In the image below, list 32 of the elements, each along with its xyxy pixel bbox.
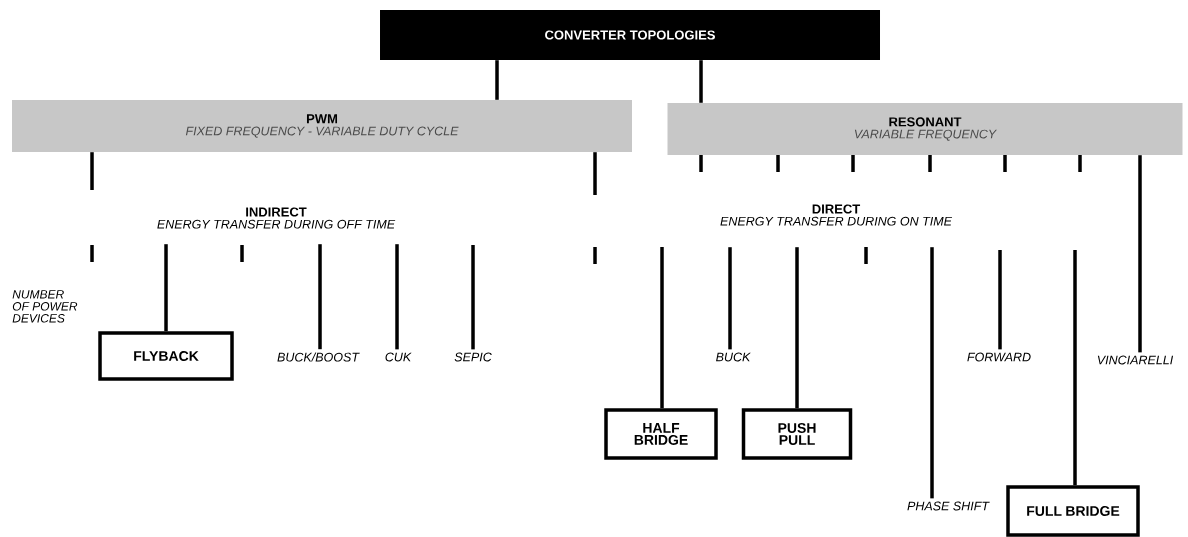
connector-line	[90, 152, 94, 190]
topology-box: FLYBACK	[98, 331, 234, 381]
connector-line	[1073, 250, 1077, 486]
connector-line	[593, 152, 597, 195]
group-heading: INDIRECT ENERGY TRANSFER DURING OFF TIME	[157, 207, 396, 229]
topology-box: HALF BRIDGE	[604, 408, 718, 460]
connector-line	[1138, 155, 1142, 353]
topology-box: PUSH PULL	[741, 408, 853, 460]
group-heading: DIRECT ENERGY TRANSFER DURING ON TIME	[720, 204, 953, 226]
category-band: PWM FIXED FREQUENCY - VARIABLE DUTY CYCLE	[12, 100, 632, 152]
topology-label: SEPIC	[454, 352, 492, 362]
connector-line	[660, 247, 664, 409]
topology-label: BUCK	[716, 352, 751, 362]
topology-box: FULL BRIDGE	[1006, 485, 1140, 537]
topology-label: VINCIARELLI	[1097, 355, 1174, 365]
connector-line	[728, 247, 732, 350]
connector-line	[998, 250, 1002, 350]
connector-line	[495, 60, 499, 100]
category-band: RESONANT VARIABLE FREQUENCY	[667, 103, 1183, 155]
axis-note: NUMBER OF POWER DEVICES	[12, 290, 78, 323]
connector-line	[395, 244, 399, 350]
topology-label: BUCK/BOOST	[277, 352, 360, 362]
connector-line	[164, 244, 168, 332]
title-box: CONVERTER TOPOLOGIES	[380, 10, 880, 60]
connector-line	[471, 245, 475, 350]
connector-line	[795, 247, 799, 409]
connector-line	[318, 244, 322, 350]
topology-label: PHASE SHIFT	[907, 501, 990, 511]
connector-line	[930, 247, 934, 499]
topology-label: FORWARD	[967, 352, 1031, 362]
topology-label: CUK	[385, 352, 412, 362]
connector-line	[699, 60, 703, 103]
